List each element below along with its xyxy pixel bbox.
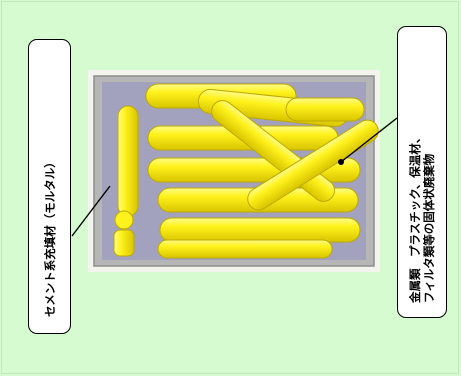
- solid-waste-label-line2: フィルタ類等の固体状廃棄物: [422, 153, 436, 303]
- pipe: [247, 119, 379, 211]
- solid-waste-label: 金属類 プラスチック、保温材、 フィルタ類等の固体状廃棄物: [408, 41, 436, 303]
- solid-waste-callout: 金属類 プラスチック、保温材、 フィルタ類等の固体状廃棄物: [397, 26, 447, 318]
- mortar-plug: [114, 210, 134, 230]
- pipe: [285, 97, 365, 122]
- mortar-filler-callout: セメント系充填材（モルタル）: [28, 39, 71, 334]
- pipe-group: [113, 83, 379, 259]
- pipe: [157, 239, 333, 259]
- right-leader-line: [340, 117, 398, 163]
- solid-waste-label-line1: 金属類 プラスチック、保温材、: [408, 131, 422, 303]
- mortar-joint: [113, 229, 135, 257]
- left-leader-line: [71, 185, 111, 237]
- waste-photo: [88, 70, 380, 272]
- right-leader-dot: [338, 159, 344, 165]
- mortar-filler-label: セメント系充填材（モルタル）: [42, 155, 57, 317]
